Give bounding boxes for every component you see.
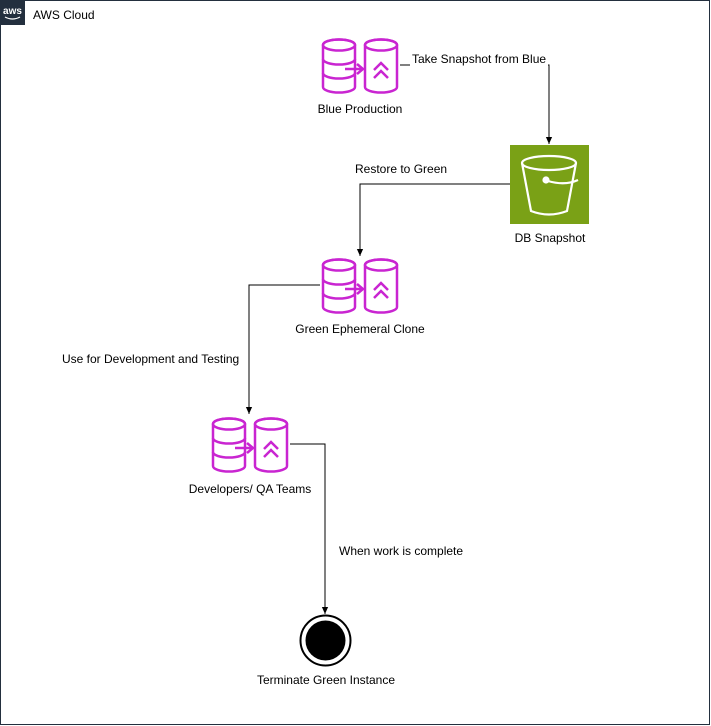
node-green-clone[interactable]: Green Ephemeral Clone — [295, 258, 425, 337]
node-db-snapshot[interactable]: DB Snapshot — [510, 145, 589, 245]
node-label-green-clone: Green Ephemeral Clone — [295, 322, 425, 336]
edge-restore-green[interactable] — [356, 183, 510, 256]
node-developers[interactable]: Developers/ QA Teams — [189, 417, 312, 497]
node-label-terminate: Terminate Green Instance — [257, 673, 395, 687]
rds-clone-icon — [211, 417, 289, 473]
s3-bucket-icon — [510, 145, 589, 224]
rds-clone-icon — [321, 258, 399, 314]
rds-clone-icon — [321, 38, 399, 94]
aws-logo-icon: aws — [0, 0, 25, 25]
aws-cloud-label: AWS Cloud — [33, 8, 95, 22]
edge-use-dev[interactable] — [245, 284, 320, 414]
edge-label-work-complete: When work is complete — [339, 544, 463, 558]
edge-take-snapshot[interactable] — [400, 64, 553, 144]
edge-work-complete[interactable] — [290, 443, 329, 614]
node-terminate[interactable]: Terminate Green Instance — [257, 614, 395, 688]
bucket-shape — [520, 154, 579, 216]
node-blue-production[interactable]: Blue Production — [318, 38, 403, 117]
node-label-db-snapshot: DB Snapshot — [515, 231, 586, 245]
edges — [245, 64, 553, 614]
edge-label-use-dev: Use for Development and Testing — [62, 352, 239, 366]
node-label-developers: Developers/ QA Teams — [189, 482, 312, 496]
end-state-fill — [305, 620, 346, 661]
edge-label-restore-green: Restore to Green — [355, 162, 447, 176]
node-label-blue-production: Blue Production — [318, 102, 403, 116]
svg-text:aws: aws — [3, 6, 22, 17]
edge-label-take-snapshot: Take Snapshot from Blue — [412, 52, 546, 66]
